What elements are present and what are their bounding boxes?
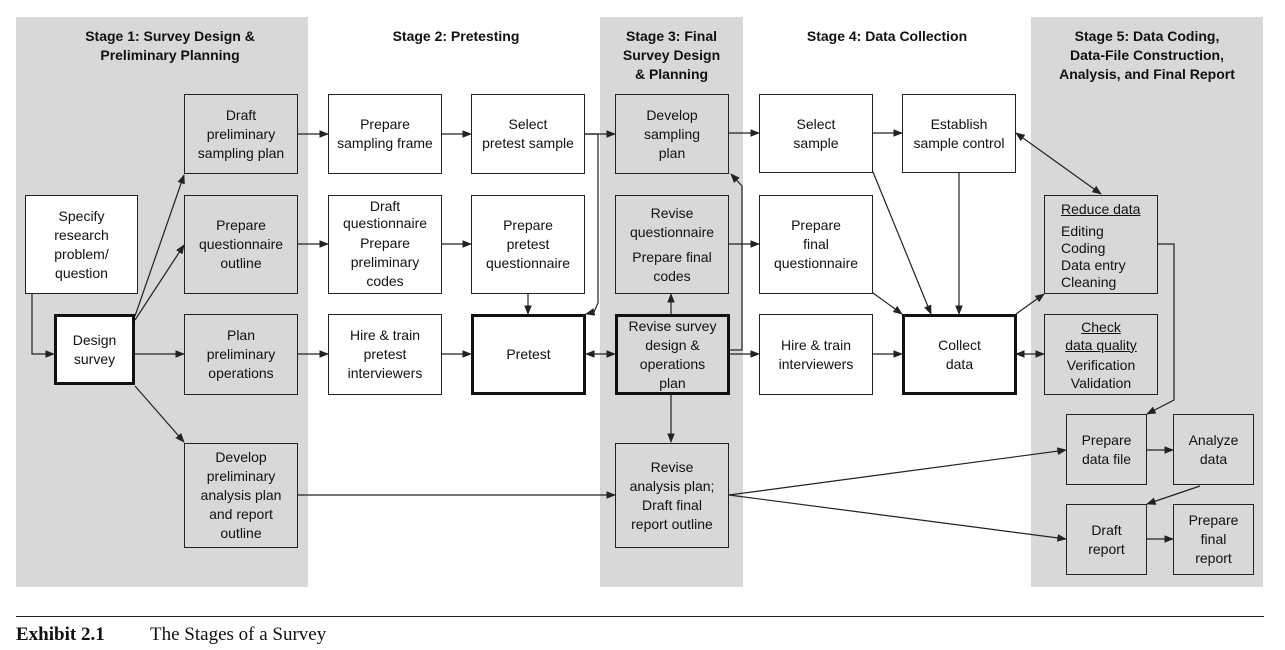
box-hire-train-interviewers: Hire & train interviewers [759,314,873,395]
box-revise-analysis-plan: Revise analysis plan; Draft final report… [615,443,729,548]
box-select-pretest-sample: Select pretest sample [471,94,585,174]
arrow-specify-to-design [31,293,55,358]
draft-questionnaire-label: Draft questionnaire [342,198,428,231]
box-pretest: Pretest [471,314,586,395]
exhibit-label: Exhibit 2.1 [16,624,105,645]
prepare-preliminary-codes-label: Prepare preliminary codes [350,235,420,289]
check-data-quality-heading: Check data quality [1065,318,1137,353]
arrow-establish-reduce [1015,132,1102,195]
arrow-design-to-draft-sampling [134,174,185,317]
exhibit-title: The Stages of a Survey [150,624,327,645]
reduce-data-steps: Editing Coding Data entry Cleaning [1061,223,1126,290]
box-prepare-pretest-questionnaire: Prepare pretest questionnaire [471,195,585,294]
arrow-analyze-to-draft-report [1146,485,1201,505]
stage5-band [1031,17,1263,587]
box-prepare-questionnaire-outline: Prepare questionnaire outline [184,195,298,294]
box-check-data-quality: Check data quality Verification Validati… [1044,314,1158,395]
stage3-title: Stage 3: Final Survey Design & Planning [622,28,721,82]
box-prepare-final-report: Prepare final report [1173,504,1254,575]
arrow-select-to-collect [872,171,932,315]
stage1-title: Stage 1: Survey Design & Preliminary Pla… [85,28,255,63]
revise-questionnaire-label: Revise questionnaire [629,204,715,240]
reduce-data-heading: Reduce data [1061,201,1141,217]
box-revise-survey-design: Revise survey design & operations plan [615,314,730,395]
arrow-select-pretest-to-pretest [585,133,599,316]
box-select-sample: Select sample [759,94,873,173]
box-develop-preliminary-analysis-plan: Develop preliminary analysis plan and re… [184,443,298,548]
box-prepare-sampling-frame: Prepare sampling frame [328,94,442,174]
arrow-final-q-to-collect [872,292,903,315]
arrow-design-to-outline [134,244,185,321]
box-draft-preliminary-sampling-plan: Draft preliminary sampling plan [184,94,298,174]
box-plan-preliminary-operations: Plan preliminary operations [184,314,298,395]
box-specify-research-problem: Specify research problem/ question [25,195,138,294]
box-prepare-data-file: Prepare data file [1066,414,1147,485]
prepare-final-codes-label: Prepare final codes [632,248,712,284]
check-data-quality-steps: Verification Validation [1066,356,1136,391]
box-collect-data: Collect data [902,314,1017,395]
box-prepare-final-questionnaire: Prepare final questionnaire [759,195,873,294]
box-hire-train-pretest-interviewers: Hire & train pretest interviewers [328,314,442,395]
box-reduce-data: Reduce data Editing Coding Data entry Cl… [1044,195,1158,294]
box-revise-questionnaire-and-codes: Revise questionnaire Prepare final codes [615,195,729,294]
box-design-survey: Design survey [54,314,135,385]
box-establish-sample-control: Establish sample control [902,94,1016,173]
box-analyze-data: Analyze data [1173,414,1254,485]
arrow-reduce-to-datafile [1146,243,1175,415]
caption-rule [16,616,1264,617]
box-draft-questionnaire-and-codes: Draft questionnaire Prepare preliminary … [328,195,442,294]
arrow-collect-to-reduce [1015,293,1045,315]
box-develop-sampling-plan: Develop sampling plan [615,94,729,174]
arrow-revise-analysis-to-draft-report [728,494,1067,542]
box-draft-report: Draft report [1066,504,1147,575]
arrow-revise-design-to-dev-sampling [729,173,743,351]
arrow-revise-analysis-to-datafile [728,447,1067,496]
stage2-title: Stage 2: Pretesting [392,28,520,44]
arrow-design-to-dev-analysis [134,385,185,443]
stage4-title: Stage 4: Data Collection [806,28,968,44]
stage5-title: Stage 5: Data Coding, Data-File Construc… [1059,28,1235,82]
